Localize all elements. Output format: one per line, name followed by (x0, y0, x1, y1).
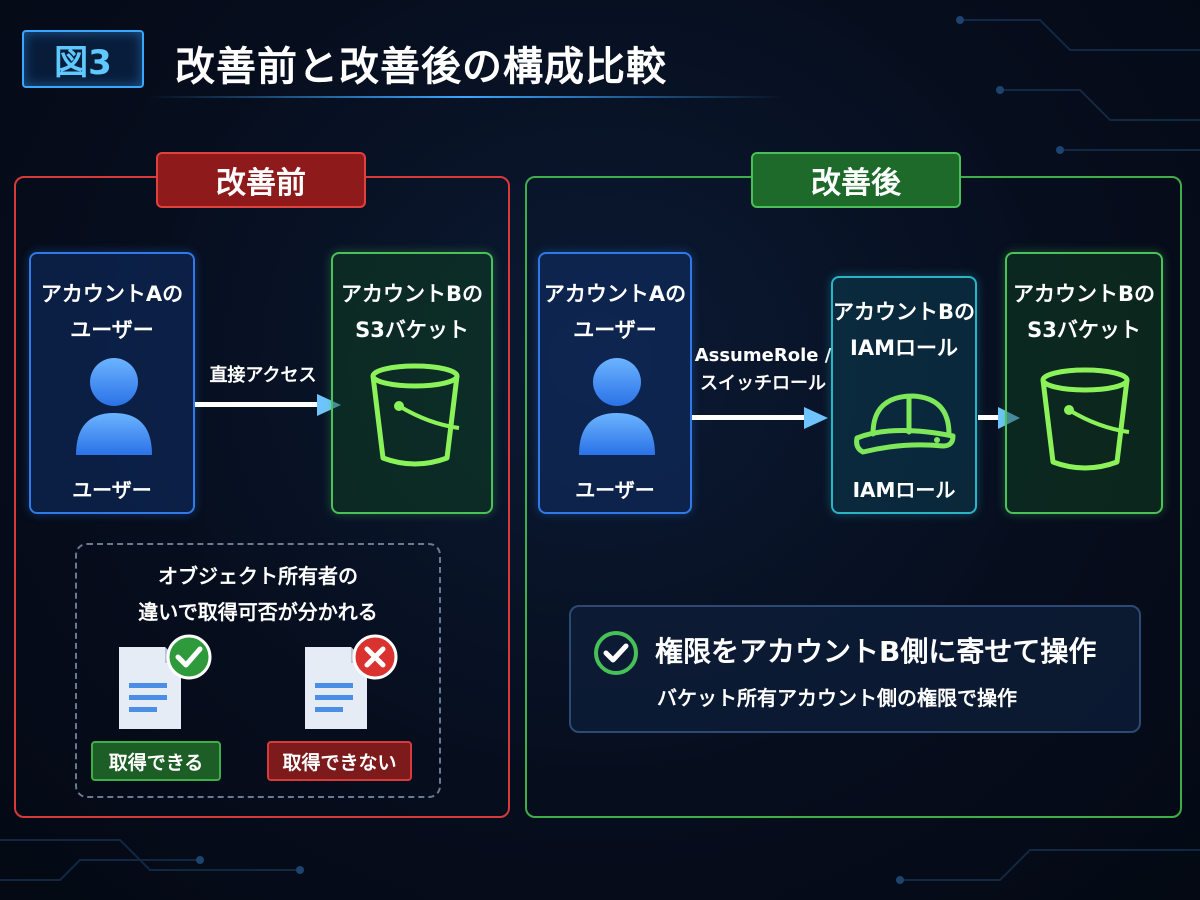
after-user-title-line2: ユーザー (573, 318, 657, 342)
assume-role-label: AssumeRole / スイッチロール (693, 342, 833, 398)
ownership-note-text: オブジェクト所有者の 違いで取得可否が分かれる (75, 558, 441, 630)
before-user-caption: ユーザー (72, 478, 152, 502)
result-ng-badge: 取得できない (267, 741, 412, 781)
bucket-icon (1040, 367, 1130, 471)
before-user-title-line2: ユーザー (70, 318, 154, 342)
summary-title: 権限をアカウントB側に寄せて操作 (655, 635, 1097, 668)
before-bucket-title-line1: アカウントBの (340, 282, 483, 306)
ownership-note (75, 543, 441, 798)
after-user-caption: ユーザー (575, 478, 655, 502)
helmet-icon (854, 393, 956, 455)
before-arrow-label: 直接アクセス (209, 365, 317, 386)
bucket-icon (370, 363, 460, 467)
role-title-line2: IAMロール (850, 336, 958, 360)
direct-access-arrow (195, 394, 341, 416)
after-bucket-title-line2: S3バケット (1027, 318, 1141, 342)
role-title-line1: アカウントBの (833, 300, 976, 324)
role-caption: IAMロール (852, 478, 956, 502)
assume-role-label-line2: スイッチロール (700, 373, 826, 394)
user-icon (579, 358, 655, 455)
figure-badge: 図3 (22, 30, 144, 88)
ownership-note-line2: 違いで取得可否が分かれる (138, 600, 378, 624)
before-label: 改善前 (156, 152, 366, 208)
before-user-node: アカウントAの ユーザー ユーザー (29, 252, 195, 514)
before-bucket-title-line2: S3バケット (355, 318, 469, 342)
user-icon (76, 358, 152, 455)
summary-subtitle: バケット所有アカウント側の権限で操作 (657, 686, 1017, 710)
before-user-title-line1: アカウントAの (40, 282, 184, 306)
after-user-title-line1: アカウントAの (543, 282, 687, 306)
assume-role-label-line1: AssumeRole / (694, 345, 832, 366)
document-ng-icon (305, 634, 398, 729)
after-user-node: アカウントAの ユーザー ユーザー (538, 252, 692, 514)
check-circle-icon (594, 631, 638, 675)
ownership-note-line1: オブジェクト所有者の (158, 564, 358, 588)
document-ok-icon (119, 634, 212, 729)
summary-box (569, 605, 1141, 733)
role-to-bucket-arrow (978, 407, 1020, 429)
page-title: 改善前と改善後の構成比較 (175, 44, 667, 90)
iam-role-node: アカウントBの IAMロール IAMロール (831, 276, 977, 514)
after-label: 改善後 (751, 152, 961, 208)
after-bucket-title-line1: アカウントBの (1012, 282, 1155, 306)
before-bucket-node: アカウントBの S3バケット (331, 252, 493, 514)
assume-role-arrow (692, 407, 828, 429)
title-underline (145, 96, 785, 98)
after-bucket-node: アカウントBの S3バケット (1005, 252, 1163, 514)
result-ok-badge: 取得できる (91, 741, 221, 781)
